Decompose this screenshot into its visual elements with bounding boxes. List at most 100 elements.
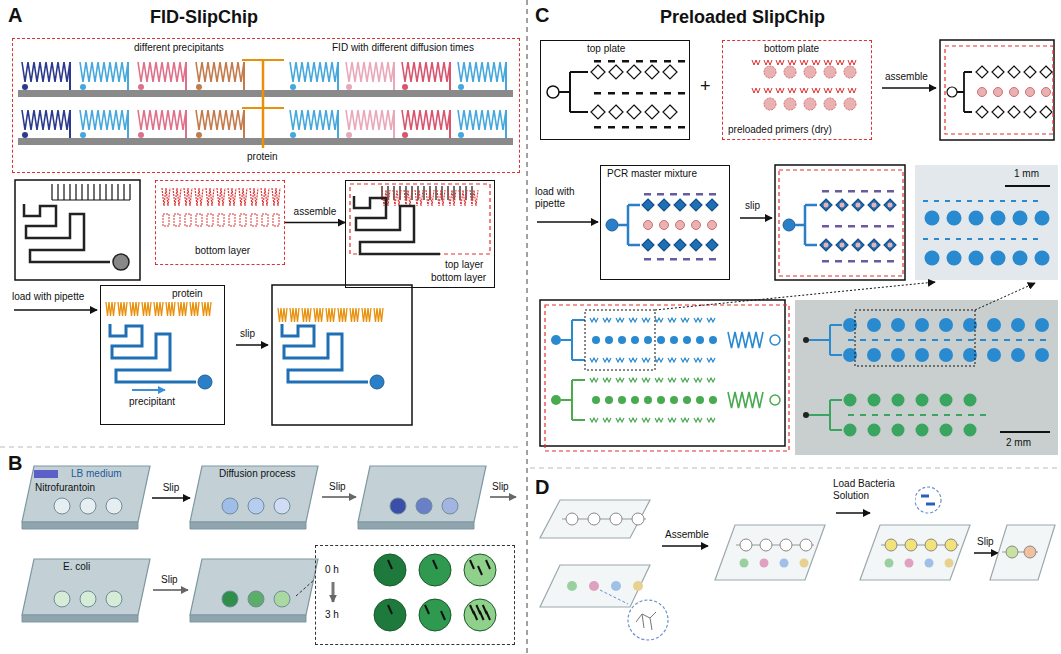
diffusion-channel — [290, 62, 338, 82]
culture-well — [54, 591, 70, 607]
well-zigzag — [184, 188, 192, 206]
primer-drop — [856, 243, 861, 248]
chamber-diamond — [674, 239, 686, 251]
culture-well — [274, 498, 290, 514]
primer-well — [844, 98, 856, 110]
duct — [657, 193, 664, 196]
node-label: 3 h — [324, 609, 340, 621]
droplet — [631, 396, 639, 404]
primer-duct — [800, 88, 808, 93]
duct — [945, 238, 950, 240]
chip-plate — [22, 559, 150, 615]
comb-channel — [405, 186, 406, 200]
bottom-plate-box: bottom platepreloaded primers (dry) — [722, 40, 872, 140]
protein-wells — [326, 308, 335, 322]
molecule-callout — [628, 600, 668, 640]
diffusion-channel — [127, 110, 129, 138]
duct — [848, 225, 855, 228]
culture-well — [80, 591, 96, 607]
duct — [932, 414, 938, 416]
duct — [644, 193, 651, 196]
protein-wells — [362, 308, 371, 322]
duct — [636, 60, 643, 63]
inlet — [551, 335, 561, 345]
duct — [603, 318, 611, 322]
duct — [920, 339, 926, 341]
chip-plate — [540, 565, 650, 607]
primer-well — [824, 66, 836, 78]
duct — [709, 258, 716, 261]
droplet — [696, 396, 704, 404]
duct — [884, 414, 890, 416]
bottom-layer-outline — [350, 184, 490, 254]
chamber-diamond — [976, 66, 988, 78]
primer-well — [824, 98, 836, 110]
culture-well — [274, 591, 290, 607]
zoom-region — [585, 310, 655, 370]
duct — [629, 378, 637, 382]
reservoir-dot — [138, 132, 144, 138]
duct — [944, 339, 950, 341]
droplet — [631, 336, 639, 344]
molecule-sketch — [636, 612, 656, 630]
duct — [664, 92, 671, 95]
droplet — [843, 348, 857, 362]
primer-duct — [752, 88, 760, 93]
chamber-diamond — [591, 105, 605, 119]
precipitant-channel — [282, 324, 368, 382]
duct — [861, 260, 868, 263]
node-label: precipitant — [128, 396, 176, 408]
well — [174, 214, 180, 226]
step-label: slip — [745, 200, 760, 212]
droplet — [1011, 348, 1025, 362]
comb-channel — [111, 184, 112, 200]
comb-channel — [87, 184, 88, 200]
diffusion-channel — [196, 62, 244, 82]
duct — [1022, 238, 1027, 240]
droplet — [868, 424, 881, 437]
well-zigzag — [173, 188, 181, 206]
culture-well — [222, 591, 238, 607]
chamber — [760, 539, 772, 551]
chamber-diamond — [884, 199, 896, 211]
duct — [1000, 238, 1005, 240]
node-label: E. coli — [62, 561, 91, 573]
process-arrow — [14, 309, 97, 311]
duct — [590, 358, 598, 362]
duct — [668, 318, 676, 322]
zoom-region — [855, 310, 975, 366]
reservoir-dot — [290, 84, 296, 90]
duct — [707, 318, 715, 322]
reservoir-dot — [22, 132, 28, 138]
primer-well — [804, 98, 816, 110]
droplet — [947, 251, 962, 266]
duct — [603, 418, 611, 422]
edge-label: assemble — [293, 206, 338, 218]
droplet — [1035, 251, 1050, 266]
assembled-chip-bottom — [945, 46, 1053, 134]
duct — [944, 414, 950, 416]
droplet — [696, 336, 704, 344]
diffusion-channel — [80, 62, 128, 82]
chamber — [566, 513, 578, 525]
bacterium — [470, 560, 474, 569]
chamber-diamond — [868, 199, 880, 211]
assembled-chip-box: top layerbottom layer — [345, 180, 495, 288]
duct — [956, 200, 961, 202]
comb-channel — [471, 186, 472, 200]
preloaded-dot — [760, 559, 769, 568]
primer-duct — [764, 88, 772, 93]
node-label: preloaded primers (dry) — [727, 124, 833, 136]
primer-duct — [752, 60, 760, 65]
chamber-diamond — [627, 105, 641, 119]
chamber-diamond — [658, 239, 670, 251]
duct — [934, 238, 939, 240]
duct — [934, 200, 939, 202]
droplet — [1035, 211, 1050, 226]
reservoir-dot — [458, 84, 464, 90]
channel-bar — [18, 90, 513, 97]
diffusion-channel — [505, 62, 507, 90]
droplet — [618, 396, 626, 404]
chip-plate-node: LB mediumNitrofurantoin — [22, 462, 152, 534]
chamber-diamond — [706, 239, 718, 251]
